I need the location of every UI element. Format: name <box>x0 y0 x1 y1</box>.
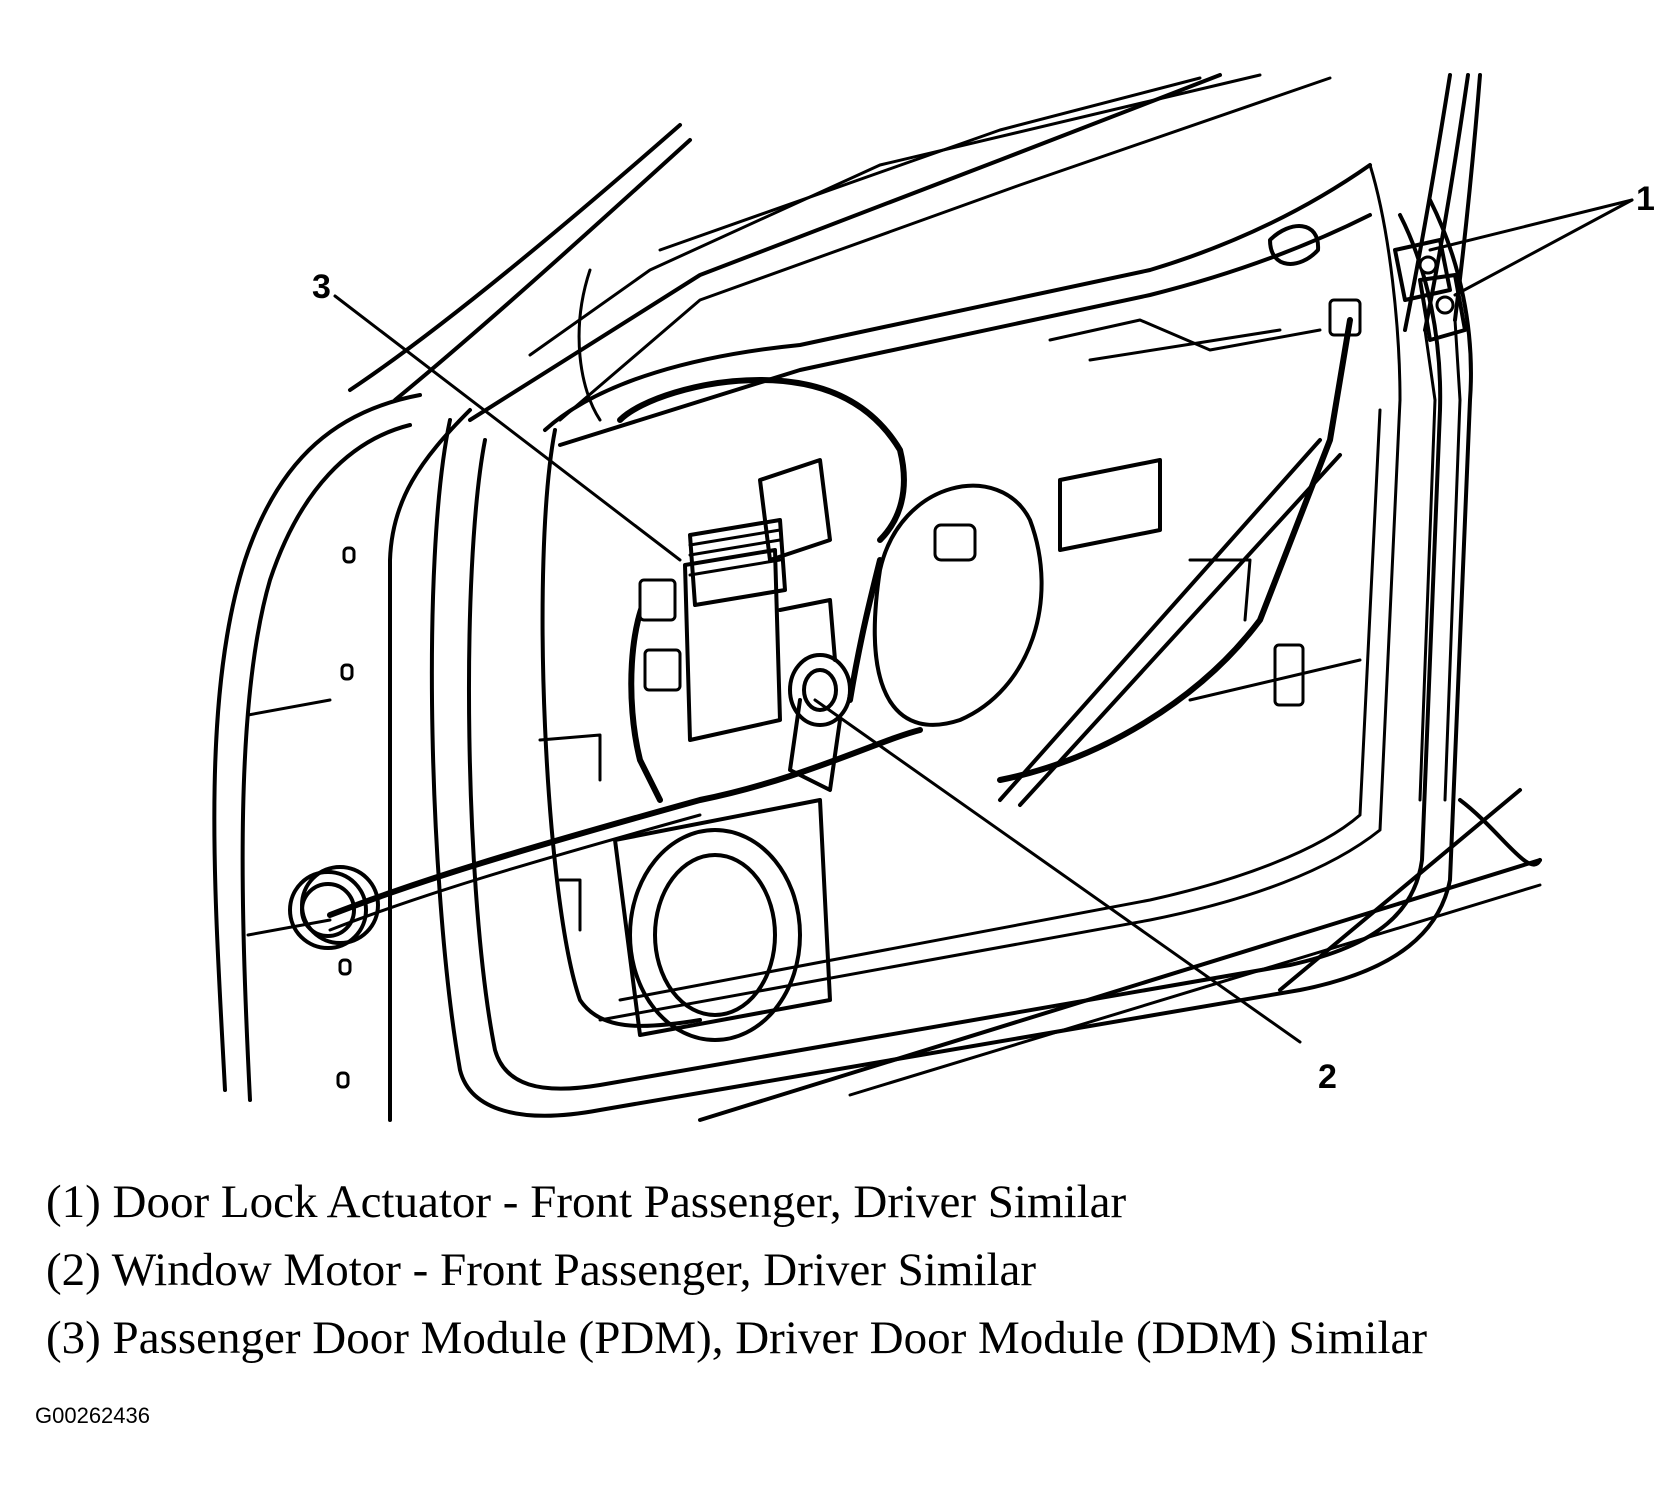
window-motor <box>778 598 852 792</box>
leader-line-1a <box>1428 198 1634 252</box>
legend-item-3: (3) Passenger Door Module (PDM), Driver … <box>46 1312 1428 1364</box>
legend-item-1: (1) Door Lock Actuator - Front Passenger… <box>46 1176 1127 1228</box>
inner-panel <box>538 163 1402 1042</box>
callout-number-2: 2 <box>1318 1058 1337 1096</box>
figure-id: G00262436 <box>35 1403 150 1428</box>
door-frame-right <box>1403 73 1482 802</box>
door-lock-actuator <box>1393 238 1467 342</box>
legend-item-2: (2) Window Motor - Front Passenger, Driv… <box>46 1244 1037 1296</box>
door-diagram: 1 2 3 <box>212 73 1655 1122</box>
body-pillar <box>212 123 692 1122</box>
callout-number-1: 1 <box>1636 180 1655 218</box>
leader-line-1b <box>1453 198 1634 297</box>
passenger-door-module <box>638 458 832 742</box>
legend: (1) Door Lock Actuator - Front Passenger… <box>46 1168 1646 1372</box>
leader-line-3 <box>333 294 682 562</box>
callout-number-3: 3 <box>312 268 331 306</box>
leader-line-2 <box>813 698 1302 1044</box>
leader-lines <box>333 198 1634 1044</box>
door-shell <box>429 73 1542 1122</box>
wiring-harness <box>288 268 1353 950</box>
